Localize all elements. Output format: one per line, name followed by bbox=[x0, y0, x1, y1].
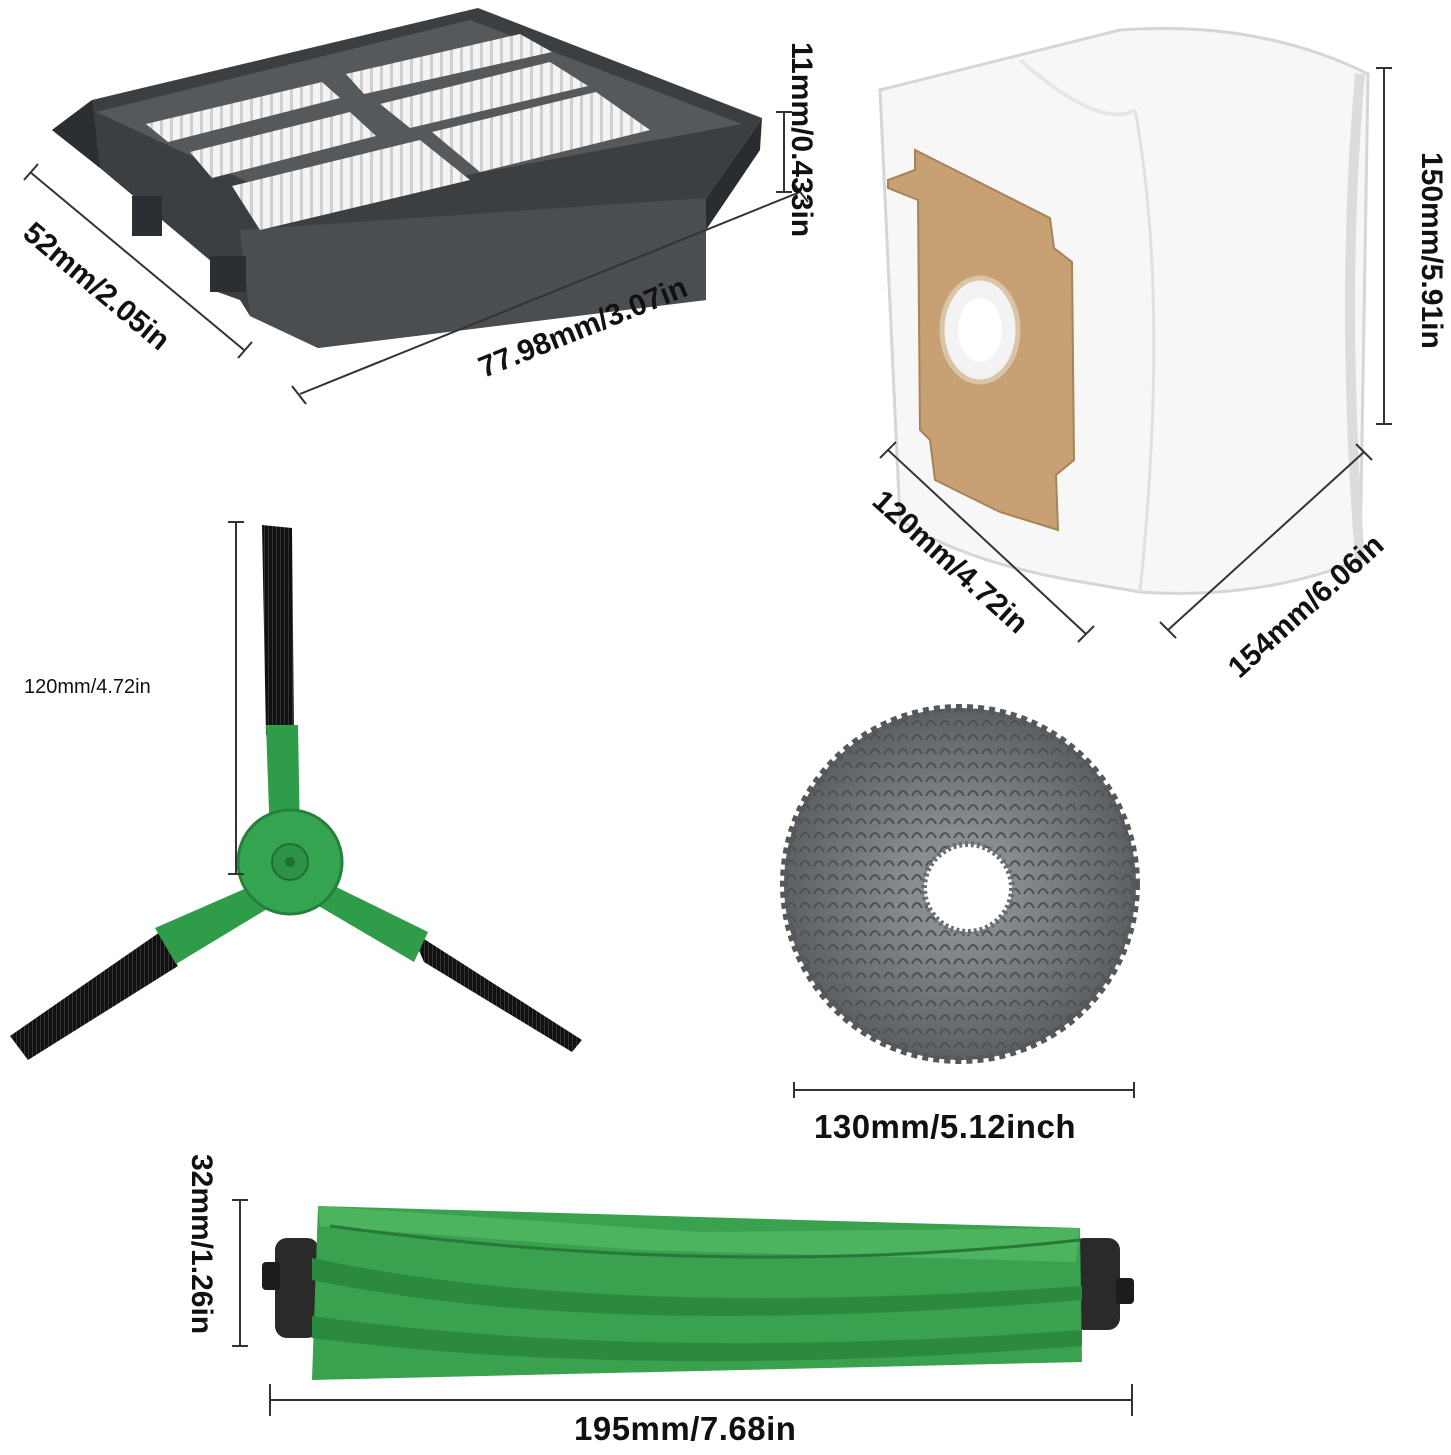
dimension-lines bbox=[23, 67, 1392, 1416]
side-brush-bristle bbox=[262, 525, 294, 735]
side-brush-length-label: 120mm/4.72in bbox=[24, 676, 151, 698]
side-brush bbox=[10, 525, 582, 1060]
main-roller-brush bbox=[262, 1206, 1134, 1380]
filter-pleat-panel bbox=[380, 62, 588, 128]
bag-width-dimension-line bbox=[1167, 451, 1365, 631]
roller-end-cap bbox=[1072, 1238, 1120, 1330]
bag-height-label: 150mm/5.91in bbox=[1415, 152, 1448, 349]
side-brush-bristle bbox=[10, 932, 178, 1060]
filter-pleat-panel bbox=[232, 140, 470, 230]
roller-end-cap bbox=[275, 1238, 319, 1338]
side-brush-arm bbox=[155, 880, 282, 964]
filter-width-dimension-line bbox=[299, 191, 801, 395]
mop-pad bbox=[780, 704, 1140, 1064]
mop-diameter-label: 130mm/5.12inch bbox=[814, 1108, 1076, 1145]
dust-bag bbox=[878, 26, 1370, 595]
hepa-filter bbox=[52, 8, 762, 348]
side-brush-arm bbox=[300, 878, 428, 962]
side-brush-bristle bbox=[410, 930, 582, 1052]
filter-pleat-panel bbox=[346, 34, 552, 94]
mop-pad-center-hole bbox=[921, 841, 1015, 935]
filter-depth-dimension-line bbox=[29, 171, 245, 351]
filter-height-label: 11mm/0.433in bbox=[785, 42, 818, 238]
roller-length-label: 195mm/7.68in bbox=[574, 1410, 797, 1447]
filter-pleat-panel bbox=[146, 82, 340, 142]
filter-pleat-panel bbox=[190, 112, 376, 178]
filter-pleat-panel bbox=[432, 92, 650, 172]
roller-diameter-label: 32mm/1.26in bbox=[185, 1154, 218, 1335]
bag-depth-dimension-line bbox=[887, 449, 1087, 635]
